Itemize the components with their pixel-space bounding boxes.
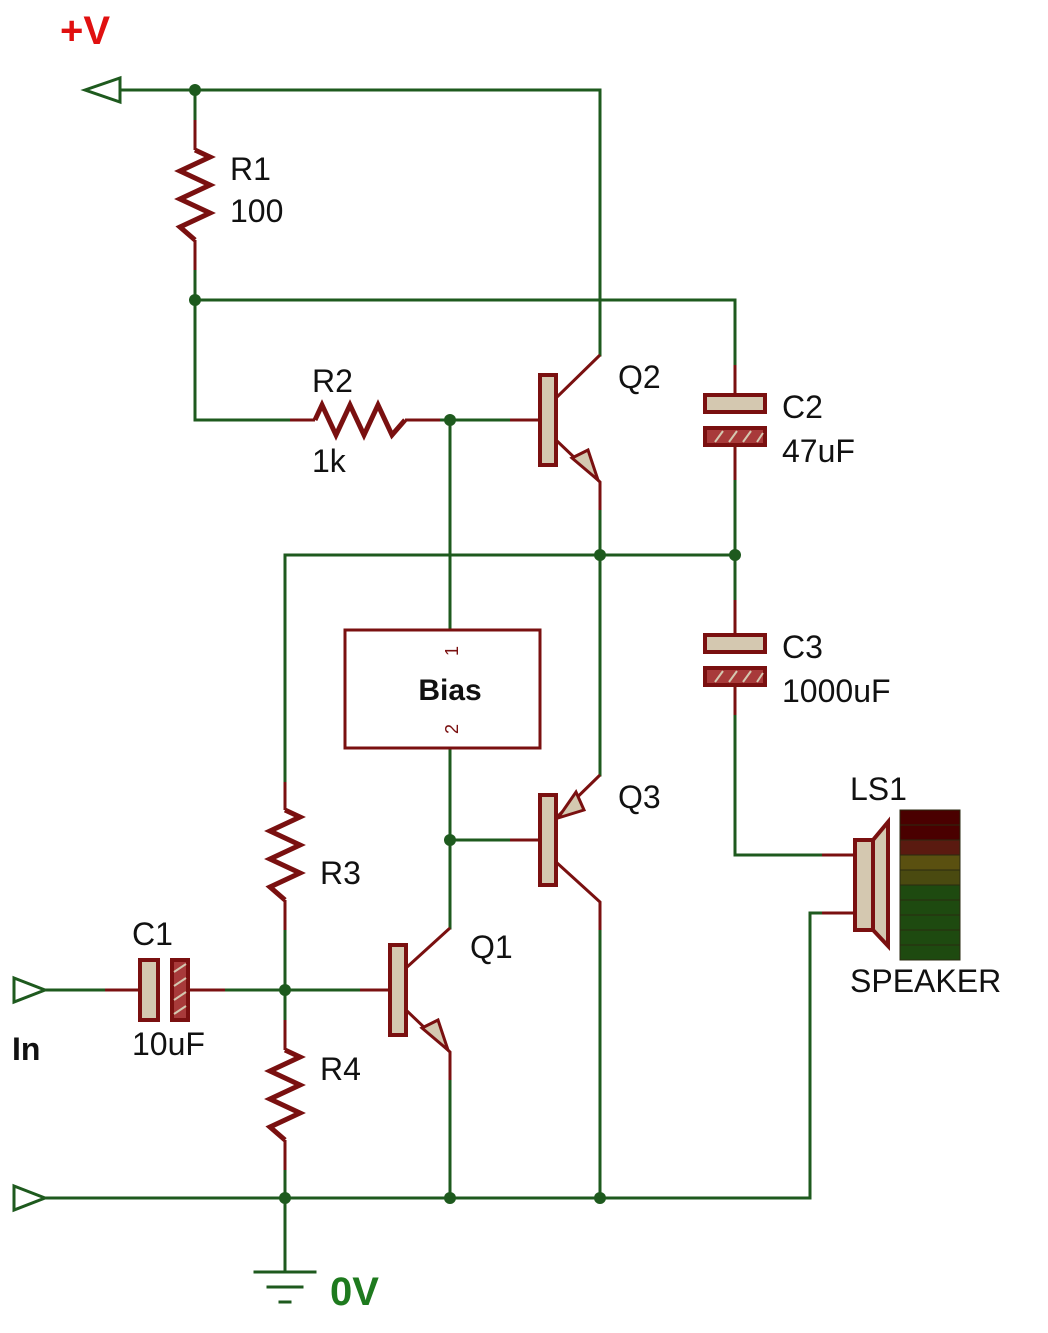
ground-terminal (12, 1183, 50, 1213)
c3-value: 1000uF (782, 673, 891, 709)
meter-segment (899, 884, 961, 901)
transistor-q1 (360, 926, 452, 1080)
r3-ref: R3 (320, 855, 361, 891)
resistor-r2 (290, 399, 440, 441)
meter-segment (899, 869, 961, 886)
ground-symbol (253, 1270, 317, 1304)
resistor-r4 (264, 1020, 306, 1170)
q2-ref: Q2 (618, 359, 661, 395)
meter-segment (899, 809, 961, 826)
transistor-q3 (510, 773, 602, 930)
r1-value: 100 (230, 193, 283, 229)
capacitor-c2 (703, 365, 767, 480)
r4-ref: R4 (320, 1051, 361, 1087)
r2-ref: R2 (312, 363, 353, 399)
meter-segment (899, 824, 961, 841)
r1-ref: R1 (230, 151, 271, 187)
speaker-ls1 (822, 809, 961, 961)
q3-ref: Q3 (618, 779, 661, 815)
ls1-value: SPEAKER (850, 963, 1001, 999)
capacitor-c3 (703, 600, 767, 715)
supply-label: +V (60, 9, 110, 53)
bias-block (343, 628, 542, 750)
ls1-ref: LS1 (850, 771, 907, 807)
speaker-level-meter (899, 809, 961, 961)
bias-pin-1: 1 (442, 646, 462, 656)
bias-label: Bias (418, 674, 481, 707)
input-label: In (12, 1031, 40, 1067)
c3-ref: C3 (782, 629, 823, 665)
transistor-q2 (510, 353, 602, 510)
c1-ref: C1 (132, 916, 173, 952)
supply-terminal (80, 75, 122, 105)
bias-pin-2: 2 (442, 724, 462, 734)
meter-segment (899, 944, 961, 961)
junction-dots (189, 84, 741, 1204)
meter-segment (899, 854, 961, 871)
c1-value: 10uF (132, 1026, 205, 1062)
input-terminal (12, 975, 50, 1005)
resistor-r3 (264, 782, 306, 930)
c2-value: 47uF (782, 433, 855, 469)
capacitor-c1 (105, 958, 225, 1022)
resistor-r1 (174, 120, 216, 270)
meter-segment (899, 914, 961, 931)
r2-value: 1k (312, 443, 347, 479)
q1-ref: Q1 (470, 929, 513, 965)
meter-segment (899, 839, 961, 856)
meter-segment (899, 899, 961, 916)
meter-segment (899, 929, 961, 946)
c2-ref: C2 (782, 389, 823, 425)
ground-label: 0V (330, 1270, 379, 1314)
wires (43, 88, 824, 1274)
